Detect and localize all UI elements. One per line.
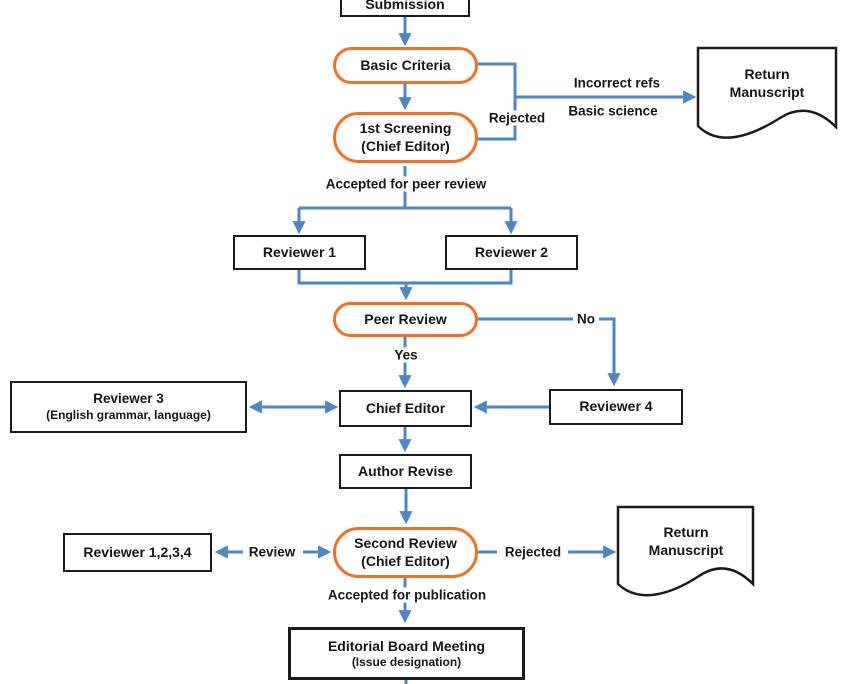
node-reviewer-3-line1: Reviewer 3 <box>93 391 164 407</box>
node-chief-editor: Chief Editor <box>339 390 472 427</box>
edge-label-rejected-top: Rejected <box>484 110 550 126</box>
return-bottom-line1: Return <box>663 523 709 540</box>
edge-label-accepted-publication: Accepted for publication <box>323 587 491 603</box>
node-submission-label: Submission <box>365 0 445 12</box>
node-author-revise-label: Author Revise <box>358 462 453 479</box>
edge-label-rejected-bottom: Rejected <box>500 544 566 560</box>
node-basic-criteria-label: Basic Criteria <box>360 56 451 73</box>
edge-converge-bar <box>297 270 513 285</box>
node-first-screening: 1st Screening (Chief Editor) <box>333 112 478 163</box>
node-submission: Submission <box>340 0 470 17</box>
node-peer-review-label: Peer Review <box>364 310 447 327</box>
node-author-revise: Author Revise <box>339 454 472 489</box>
node-second-review: Second Review (Chief Editor) <box>333 527 478 578</box>
node-first-screening-line2: (Chief Editor) <box>361 137 450 154</box>
node-editorial-board: Editorial Board Meeting (Issue designati… <box>288 627 525 680</box>
node-reviewer-4-label: Reviewer 4 <box>579 398 653 415</box>
edge-label-accepted-peer-review: Accepted for peer review <box>321 176 491 192</box>
node-reviewer-3: Reviewer 3 (English grammar, language) <box>10 381 247 433</box>
node-reviewer-4: Reviewer 4 <box>549 389 683 425</box>
document-shape-return-manuscript-bottom <box>616 505 755 597</box>
node-first-screening-line1: 1st Screening <box>359 120 452 137</box>
edge-label-incorrect-refs: Incorrect refs <box>573 75 661 91</box>
node-reviewer-2-label: Reviewer 2 <box>474 243 549 260</box>
return-top-line2: Manuscript <box>729 84 805 100</box>
node-basic-criteria: Basic Criteria <box>333 47 478 84</box>
node-second-review-line1: Second Review <box>354 535 457 552</box>
node-reviewer-1234-label: Reviewer 1,2,3,4 <box>83 543 192 560</box>
edge-label-basic-science: Basic science <box>568 103 658 119</box>
document-shape-return-manuscript-top <box>696 46 838 139</box>
node-chief-editor-label: Chief Editor <box>365 399 446 416</box>
node-second-review-line2: (Chief Editor) <box>361 552 450 569</box>
node-reviewer-1-label: Reviewer 1 <box>262 243 337 260</box>
return-bottom-line2: Manuscript <box>648 542 724 558</box>
edge-rejected-bracket <box>478 62 517 141</box>
node-return-manuscript-top: Return Manuscript <box>730 65 805 101</box>
node-editorial-board-line2: (Issue designation) <box>351 654 462 669</box>
node-peer-review: Peer Review <box>333 302 478 337</box>
edge-label-yes: Yes <box>390 347 422 363</box>
edge-no-to-reviewer-4 <box>478 317 621 387</box>
node-return-manuscript-bottom: Return Manuscript <box>649 523 724 559</box>
node-reviewer-2: Reviewer 2 <box>445 235 578 270</box>
node-reviewer-1234: Reviewer 1,2,3,4 <box>63 533 212 572</box>
return-top-line1: Return <box>744 65 790 82</box>
edge-label-review: Review <box>248 544 296 560</box>
edge-label-no: No <box>573 311 599 327</box>
node-editorial-board-line1: Editorial Board Meeting <box>327 637 486 654</box>
node-reviewer-1: Reviewer 1 <box>233 235 366 270</box>
node-reviewer-3-line2: (English grammar, language) <box>46 407 211 422</box>
